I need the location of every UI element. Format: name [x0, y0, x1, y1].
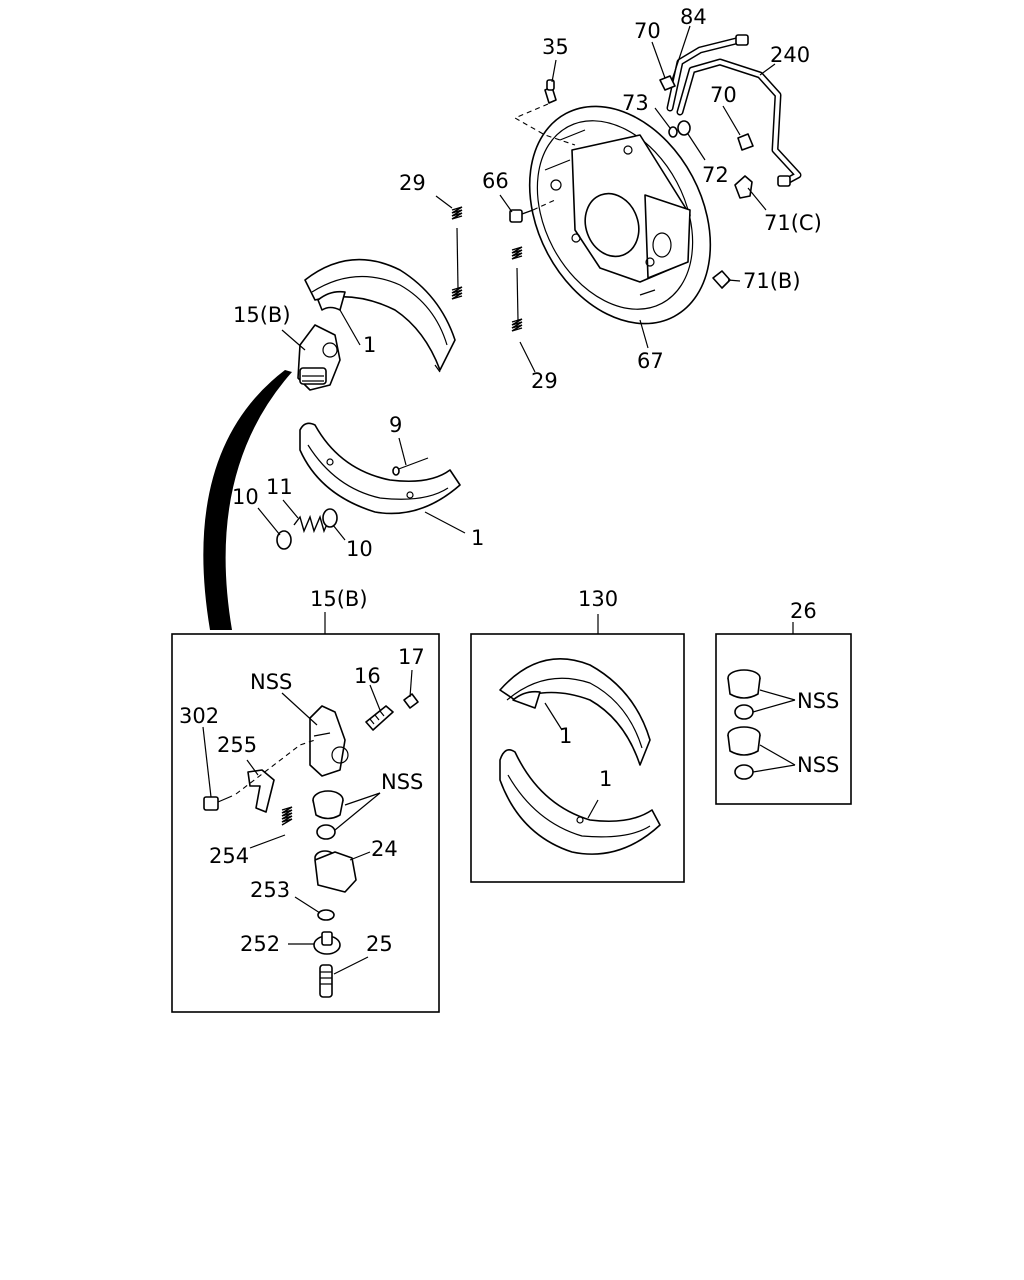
- label-25: 25: [366, 932, 393, 956]
- cap-17: [403, 693, 419, 709]
- label-16: 16: [354, 664, 381, 688]
- spring-254: [281, 806, 293, 826]
- label-15b-top: 15(B): [233, 303, 291, 327]
- label-nss-seal: NSS: [381, 770, 423, 794]
- piston-24: [314, 850, 357, 893]
- label-253: 253: [250, 878, 290, 902]
- adjuster-housing: [309, 705, 349, 777]
- label-70-lower: 70: [710, 83, 737, 107]
- label-35: 35: [542, 35, 569, 59]
- adjuster-assembly-top: [297, 324, 341, 391]
- fitting-70-upper: [659, 75, 676, 91]
- label-254: 254: [209, 844, 249, 868]
- lever-255: [247, 769, 275, 813]
- label-9: 9: [389, 413, 402, 437]
- nut-72: [677, 120, 691, 136]
- screw-25: [319, 964, 333, 998]
- label-1-set-lower: 1: [599, 767, 612, 791]
- leader-lines: [202, 25, 796, 975]
- label-24: 24: [371, 837, 398, 861]
- label-nss-kit-upper: NSS: [797, 689, 839, 713]
- label-15b-box: 15(B): [310, 587, 368, 611]
- box-adjuster-kit: [171, 633, 440, 1013]
- label-84: 84: [680, 5, 707, 29]
- label-66: 66: [482, 169, 509, 193]
- label-1-upper-shoe: 1: [363, 333, 376, 357]
- bleeder-16: [365, 705, 394, 731]
- label-73: 73: [622, 91, 649, 115]
- label-255: 255: [217, 733, 257, 757]
- washer-10-left: [276, 530, 292, 550]
- label-130: 130: [578, 587, 618, 611]
- label-71c: 71(C): [764, 211, 822, 235]
- brake-pipe-240: [676, 58, 802, 187]
- label-240: 240: [770, 43, 810, 67]
- label-72: 72: [702, 163, 729, 187]
- part-labels: 35 70 84 240 73 70 72 71(C) 71(B) 66 29 …: [179, 5, 839, 956]
- washer-73: [668, 126, 678, 138]
- label-26: 26: [790, 599, 817, 623]
- washer-10-right: [322, 508, 338, 528]
- bolt-302: [203, 795, 233, 811]
- label-1-set-upper: 1: [559, 724, 572, 748]
- bolt-35: [544, 79, 557, 104]
- label-67: 67: [637, 349, 664, 373]
- seal-nss-box: [312, 790, 344, 820]
- seal-kit-ring-upper: [734, 704, 754, 720]
- brake-shoe-lower: [299, 422, 461, 515]
- label-1-lower-shoe: 1: [471, 526, 484, 550]
- washer-253: [317, 909, 335, 921]
- label-nss-housing: NSS: [250, 670, 292, 694]
- label-17: 17: [398, 645, 425, 669]
- seal-kit-cup-upper: [727, 669, 761, 699]
- bleeder-71c: [734, 175, 753, 199]
- label-nss-kit-lower: NSS: [797, 753, 839, 777]
- seal-kit-cup-lower: [727, 726, 761, 756]
- label-10-right: 10: [346, 537, 373, 561]
- adjuster-wheel-252: [313, 931, 341, 955]
- spring-29-lower: [511, 246, 523, 332]
- ring-nss-box: [316, 824, 336, 840]
- spring-29-upper: [451, 206, 463, 300]
- spring-11: [293, 514, 331, 534]
- callout-arc: [203, 370, 292, 630]
- label-70-upper: 70: [634, 19, 661, 43]
- cap-71b: [712, 270, 731, 289]
- box-seal-kit: [715, 633, 852, 805]
- shoe-set-lower: [499, 749, 661, 855]
- label-252: 252: [240, 932, 280, 956]
- brake-shoe-upper: [304, 258, 456, 373]
- label-10-left: 10: [232, 485, 259, 509]
- pin-9: [392, 457, 429, 476]
- bolt-66: [509, 209, 534, 223]
- label-29-lower: 29: [531, 369, 558, 393]
- fitting-70-lower: [737, 133, 754, 151]
- label-71b: 71(B): [743, 269, 801, 293]
- label-11: 11: [266, 475, 293, 499]
- seal-kit-ring-lower: [734, 764, 754, 780]
- label-29-upper: 29: [399, 171, 426, 195]
- backing-plate: [528, 105, 712, 325]
- shoe-set-upper: [499, 658, 651, 766]
- box-shoe-set: [470, 633, 685, 883]
- label-302: 302: [179, 704, 219, 728]
